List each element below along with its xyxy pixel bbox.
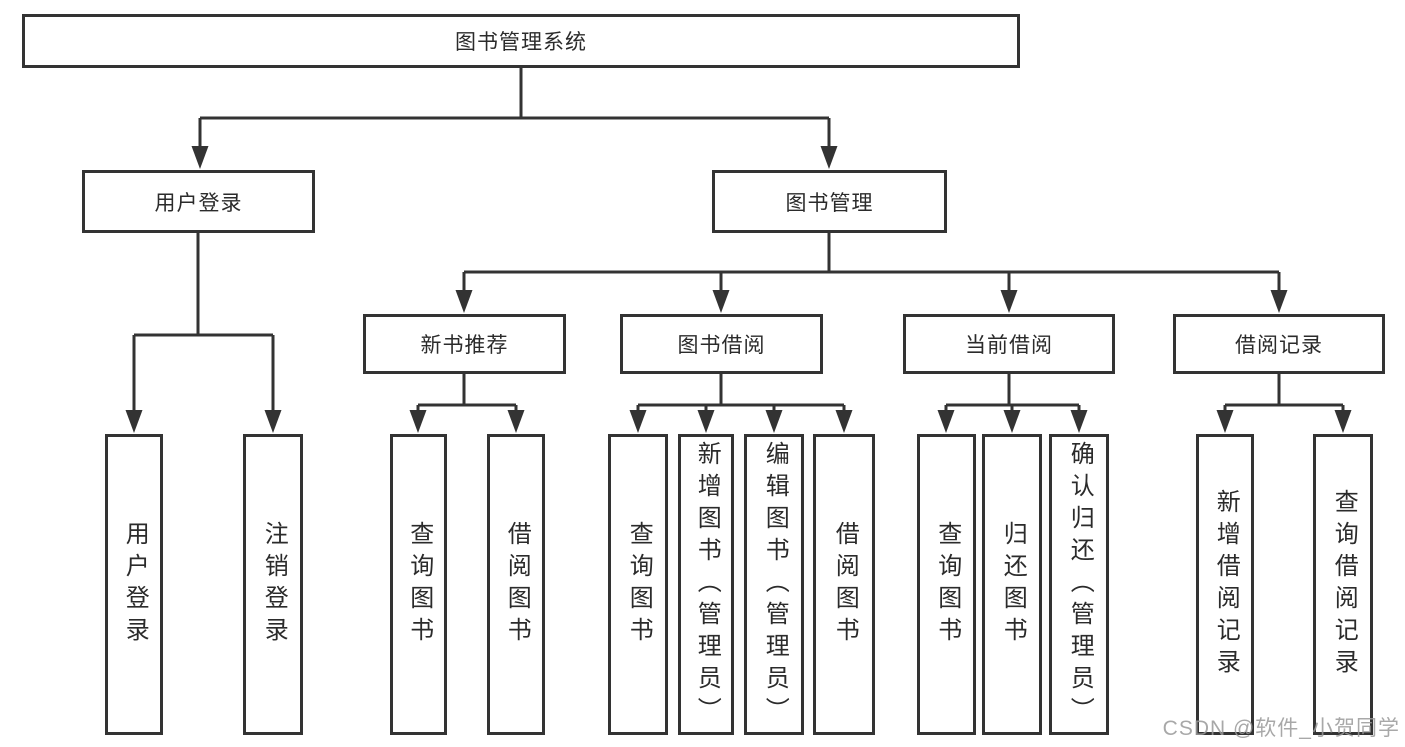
node-user-login-label: 用户登录 bbox=[154, 191, 243, 215]
csdn-watermark: CSDN @软件_小贺同学 bbox=[1162, 717, 1400, 740]
leaf-query-books-recommend: 查询图书 bbox=[390, 434, 447, 735]
leaf-edit-books-admin-label: 编辑图书（管理员） bbox=[761, 440, 789, 729]
leaf-borrow-books-recommend-label: 借阅图书 bbox=[503, 520, 531, 649]
node-user-login: 用户登录 bbox=[82, 170, 315, 233]
leaf-query-books-borrow-label: 查询图书 bbox=[625, 520, 653, 649]
leaf-add-borrow-record-label: 新增借阅记录 bbox=[1212, 488, 1240, 681]
leaf-add-books-admin: 新增图书（管理员） bbox=[678, 434, 734, 735]
node-book-management: 图书管理 bbox=[712, 170, 947, 233]
leaf-return-books: 归还图书 bbox=[982, 434, 1042, 735]
leaf-logout-label: 注销登录 bbox=[260, 520, 288, 649]
node-root: 图书管理系统 bbox=[22, 14, 1020, 68]
leaf-add-borrow-record: 新增借阅记录 bbox=[1196, 434, 1254, 735]
leaf-query-books-current-label: 查询图书 bbox=[933, 520, 961, 649]
leaf-query-borrow-record: 查询借阅记录 bbox=[1313, 434, 1373, 735]
leaf-query-borrow-record-label: 查询借阅记录 bbox=[1330, 488, 1358, 681]
node-book-management-label: 图书管理 bbox=[785, 191, 874, 215]
leaf-add-books-admin-label: 新增图书（管理员） bbox=[693, 440, 721, 729]
leaf-borrow-books-label: 借阅图书 bbox=[831, 520, 859, 649]
leaf-query-books-current: 查询图书 bbox=[917, 434, 976, 735]
leaf-borrow-books: 借阅图书 bbox=[813, 434, 875, 735]
leaf-confirm-return-admin: 确认归还（管理员） bbox=[1049, 434, 1109, 735]
leaf-confirm-return-admin-label: 确认归还（管理员） bbox=[1066, 440, 1094, 729]
leaf-user-login: 用户登录 bbox=[105, 434, 163, 735]
node-borrow-records-label: 借阅记录 bbox=[1235, 334, 1323, 357]
leaf-query-books-recommend-label: 查询图书 bbox=[405, 520, 433, 649]
node-new-book-recommend: 新书推荐 bbox=[363, 314, 566, 374]
node-borrow-records: 借阅记录 bbox=[1173, 314, 1385, 374]
leaf-user-login-label: 用户登录 bbox=[121, 520, 149, 649]
leaf-logout: 注销登录 bbox=[243, 434, 303, 735]
node-current-borrow: 当前借阅 bbox=[903, 314, 1115, 374]
leaf-query-books-borrow: 查询图书 bbox=[608, 434, 668, 735]
node-current-borrow-label: 当前借阅 bbox=[965, 334, 1053, 357]
node-book-borrow-label: 图书借阅 bbox=[677, 334, 766, 357]
node-book-borrow: 图书借阅 bbox=[620, 314, 823, 374]
leaf-return-books-label: 归还图书 bbox=[999, 520, 1027, 649]
node-new-book-recommend-label: 新书推荐 bbox=[420, 334, 509, 357]
node-root-label: 图书管理系统 bbox=[455, 31, 587, 54]
leaf-borrow-books-recommend: 借阅图书 bbox=[487, 434, 545, 735]
leaf-edit-books-admin: 编辑图书（管理员） bbox=[744, 434, 804, 735]
